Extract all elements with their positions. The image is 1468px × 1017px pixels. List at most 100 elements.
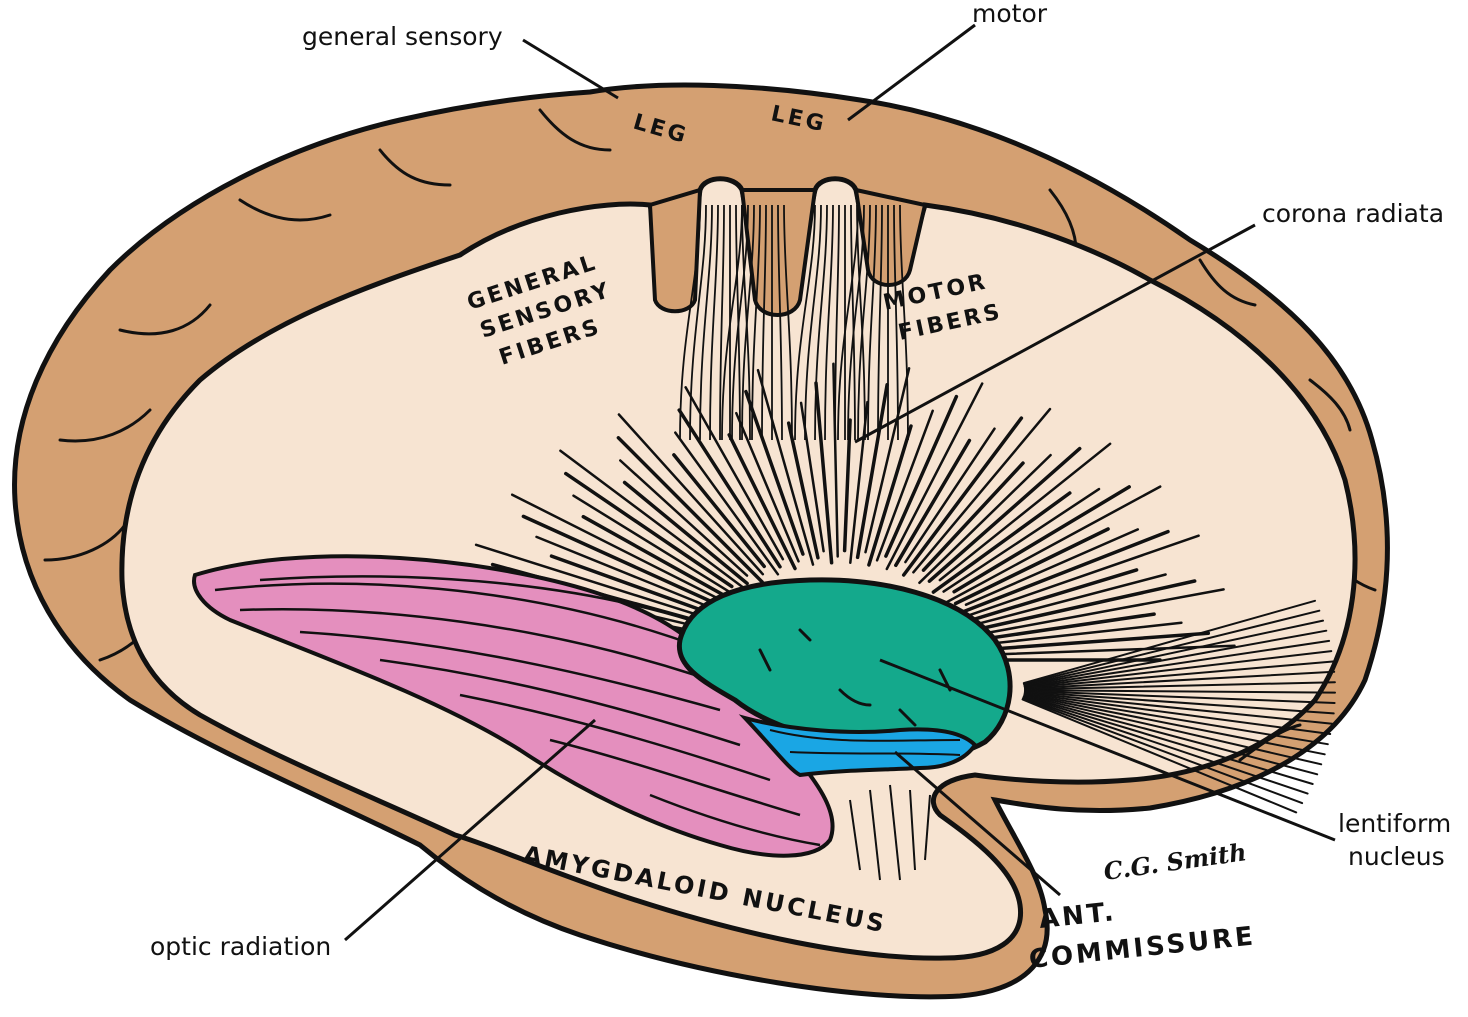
corona-fiber bbox=[1023, 639, 1331, 688]
corona-fiber bbox=[619, 459, 749, 577]
corona-fiber bbox=[786, 421, 820, 560]
projection-fiber bbox=[847, 204, 865, 441]
corona-fiber bbox=[927, 446, 1082, 583]
corona-fiber bbox=[1023, 694, 1323, 766]
corona-fiber bbox=[814, 381, 834, 565]
corona-fiber bbox=[1024, 690, 1336, 704]
projection-fiber bbox=[899, 204, 909, 441]
corona-fiber bbox=[1024, 670, 1336, 690]
corona-fiber bbox=[912, 407, 1052, 574]
corona-fiber bbox=[521, 514, 724, 609]
projection-fiber bbox=[893, 204, 899, 441]
corona-fiber bbox=[616, 436, 764, 584]
leader-general-sensory bbox=[522, 38, 619, 100]
corona-fiber bbox=[884, 394, 959, 558]
corona-fiber bbox=[973, 568, 1139, 621]
corona-fiber bbox=[1023, 619, 1324, 686]
corona-fiber bbox=[952, 485, 1131, 594]
leader-lentiform bbox=[879, 658, 1336, 842]
corona-fiber bbox=[672, 453, 766, 569]
label-ant-commissure-1: ANT. bbox=[1038, 897, 1118, 935]
projection-fiber bbox=[877, 204, 883, 441]
label-lentiform-line2: nucleus bbox=[1348, 842, 1445, 871]
corona-fiber bbox=[1024, 681, 1336, 691]
corona-fiber bbox=[885, 382, 984, 571]
corona-fiber bbox=[875, 409, 934, 562]
projection-fiber bbox=[679, 204, 701, 441]
corona-fiber bbox=[965, 612, 1156, 644]
corona-fiber bbox=[1022, 599, 1316, 685]
label-motor: motor bbox=[972, 0, 1048, 28]
corona-fiber bbox=[1023, 692, 1332, 735]
optic-radiation-striations bbox=[214, 575, 821, 847]
corona-fiber bbox=[901, 416, 1024, 577]
corona-fiber bbox=[581, 514, 738, 604]
projection-fiber bbox=[783, 204, 793, 441]
corona-fiber bbox=[735, 411, 800, 563]
projection-fiber bbox=[719, 204, 725, 441]
corona-fiber bbox=[1023, 691, 1334, 725]
projection-fiber bbox=[689, 204, 707, 441]
projection-fiber bbox=[850, 204, 856, 441]
corona-fiber bbox=[727, 433, 797, 571]
projection-fiber bbox=[867, 204, 877, 441]
projection-fiber bbox=[741, 204, 751, 441]
projection-fiber bbox=[804, 204, 822, 441]
projection-fiber bbox=[814, 204, 828, 441]
corona-fiber bbox=[975, 621, 1183, 647]
corona-fiber bbox=[1022, 697, 1304, 805]
corona-fiber bbox=[1023, 629, 1328, 687]
corona-fiber bbox=[564, 471, 734, 589]
corona-fiber bbox=[918, 453, 1052, 585]
corona-fiber bbox=[677, 408, 782, 569]
corona-fiber bbox=[953, 529, 1170, 617]
corona-fiber bbox=[1023, 693, 1326, 756]
amygdala-fibers bbox=[849, 784, 931, 881]
label-lentiform-line1: lentiform bbox=[1338, 809, 1451, 838]
corona-fiber bbox=[572, 494, 735, 596]
corona-fiber bbox=[931, 491, 1072, 594]
corona-fiber bbox=[944, 485, 1162, 605]
corona-fiber bbox=[964, 528, 1140, 606]
label-corona-radiata: corona radiata bbox=[1262, 199, 1444, 228]
projection-fiber bbox=[735, 204, 741, 441]
projection-fiber bbox=[731, 204, 749, 441]
artist-signature: C.G. Smith bbox=[1102, 837, 1248, 886]
corona-fiber bbox=[1023, 690, 1335, 715]
corona-fiber bbox=[832, 362, 839, 558]
projection-fiber bbox=[777, 204, 783, 441]
corona-fiber bbox=[1023, 609, 1321, 685]
corona-fiber bbox=[904, 427, 996, 564]
corona-fiber bbox=[535, 535, 727, 615]
projection-fiber bbox=[709, 204, 719, 441]
corona-fiber bbox=[1022, 697, 1309, 795]
label-general-sensory: general sensory bbox=[302, 22, 503, 51]
corona-fiber bbox=[968, 644, 1236, 657]
corona-fiber bbox=[684, 386, 785, 561]
corona-fiber bbox=[1021, 698, 1298, 814]
corona-fiber bbox=[617, 413, 765, 576]
corona-fiber bbox=[622, 480, 749, 586]
corona-fiber bbox=[964, 534, 1200, 618]
projection-fiber bbox=[837, 204, 859, 441]
corona-fiber bbox=[1022, 696, 1314, 785]
corona-fiber bbox=[674, 431, 780, 576]
projection-fiber bbox=[751, 204, 761, 441]
corona-fiber bbox=[953, 527, 1110, 606]
corona-fiber bbox=[842, 418, 852, 553]
corona-fiber bbox=[1022, 695, 1319, 776]
corona-fiber bbox=[559, 449, 750, 593]
anterior-commissure-strokes bbox=[769, 729, 961, 756]
corona-fiber bbox=[864, 367, 911, 554]
corona-fiber bbox=[549, 554, 711, 615]
corona-fiber bbox=[1024, 689, 1336, 694]
projection-fiber bbox=[824, 204, 834, 441]
projection-fiber bbox=[741, 204, 755, 441]
corona-fiber bbox=[1023, 650, 1333, 688]
anterior-commissure bbox=[738, 714, 978, 778]
corona-fiber bbox=[894, 438, 972, 568]
corona-fiber bbox=[867, 424, 913, 567]
lentiform-nucleus bbox=[676, 577, 1013, 760]
corona-fiber bbox=[474, 543, 715, 621]
